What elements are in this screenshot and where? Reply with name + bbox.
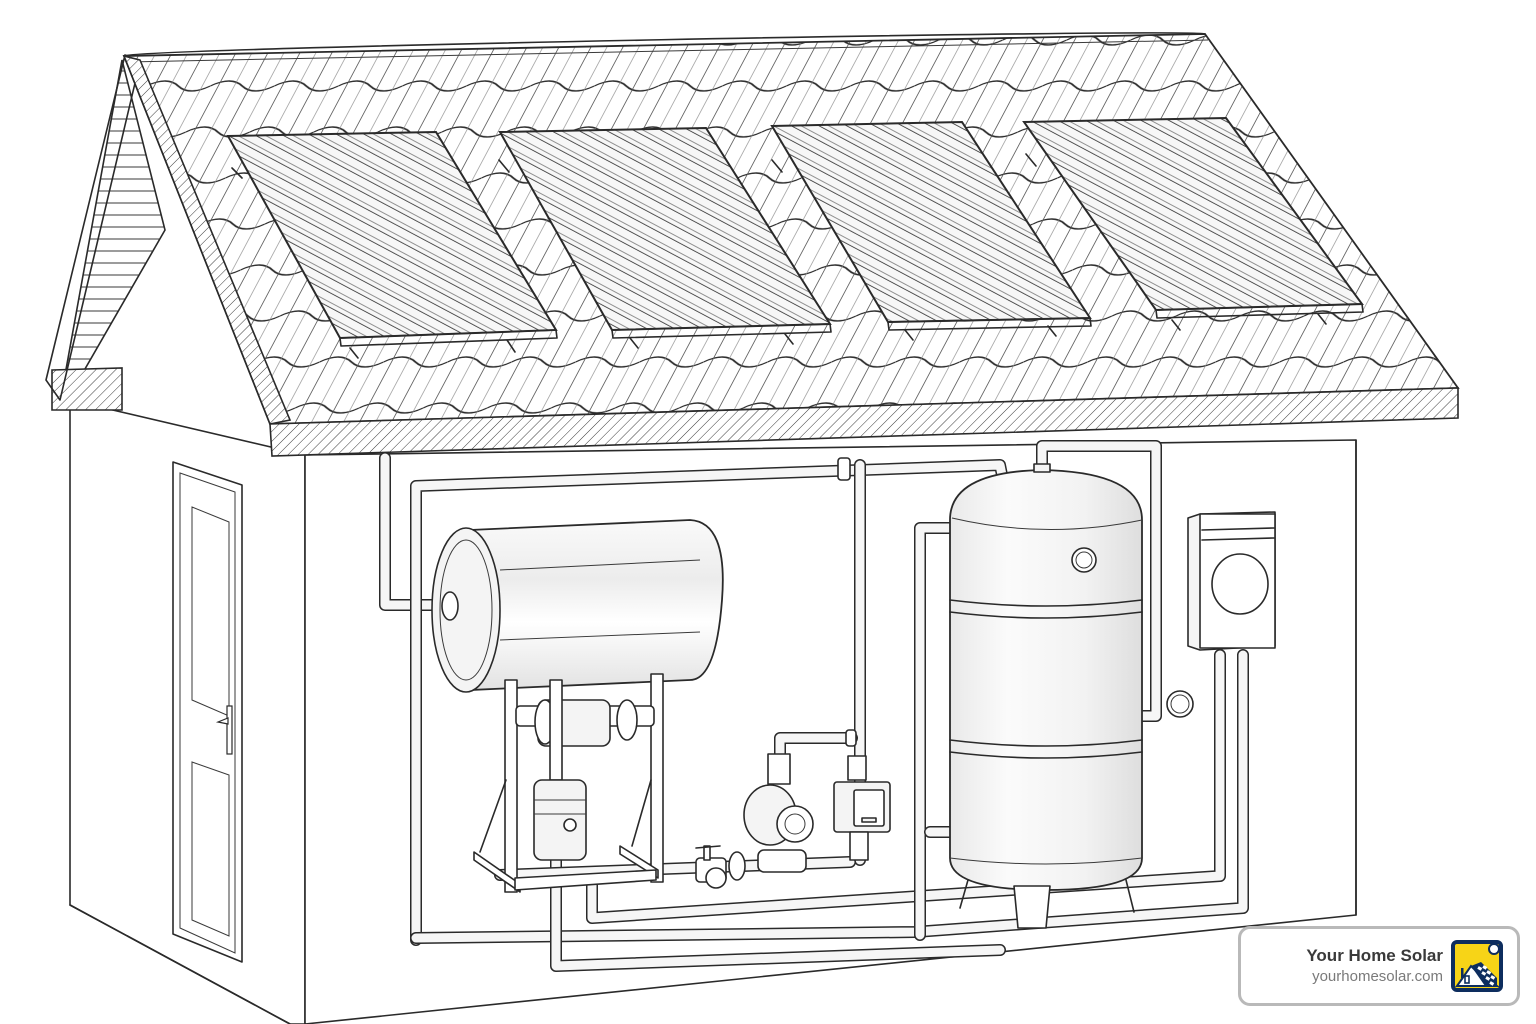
filter-valve-assembly bbox=[515, 679, 655, 781]
solar-collector-4 bbox=[1022, 116, 1364, 331]
solar-collector-2 bbox=[498, 126, 832, 349]
pump-controller bbox=[833, 755, 891, 861]
expansion-vessel bbox=[533, 779, 587, 861]
circulation-pump bbox=[695, 753, 814, 889]
entry-door bbox=[172, 461, 243, 963]
tank-stand bbox=[473, 673, 664, 893]
solar-collector-3 bbox=[770, 120, 1092, 341]
brand-title: Your Home Solar bbox=[1306, 946, 1443, 965]
vertical-storage-tank bbox=[949, 463, 1143, 929]
brand-badge[interactable]: Your Home Solar yourhomesolar.com bbox=[1238, 926, 1520, 1006]
solar-collector-1 bbox=[226, 130, 558, 359]
door-handle-icon bbox=[226, 705, 233, 755]
piping bbox=[379, 440, 1249, 972]
gable-end bbox=[45, 54, 166, 411]
horizontal-storage-tank bbox=[431, 519, 724, 693]
brand-url[interactable]: yourhomesolar.com bbox=[1312, 968, 1443, 985]
house-solar-logo-icon bbox=[1451, 940, 1503, 992]
control-box bbox=[1187, 511, 1276, 651]
solar-collectors bbox=[226, 116, 1364, 359]
brand-text: Your Home Solar yourhomesolar.com bbox=[1306, 945, 1443, 987]
